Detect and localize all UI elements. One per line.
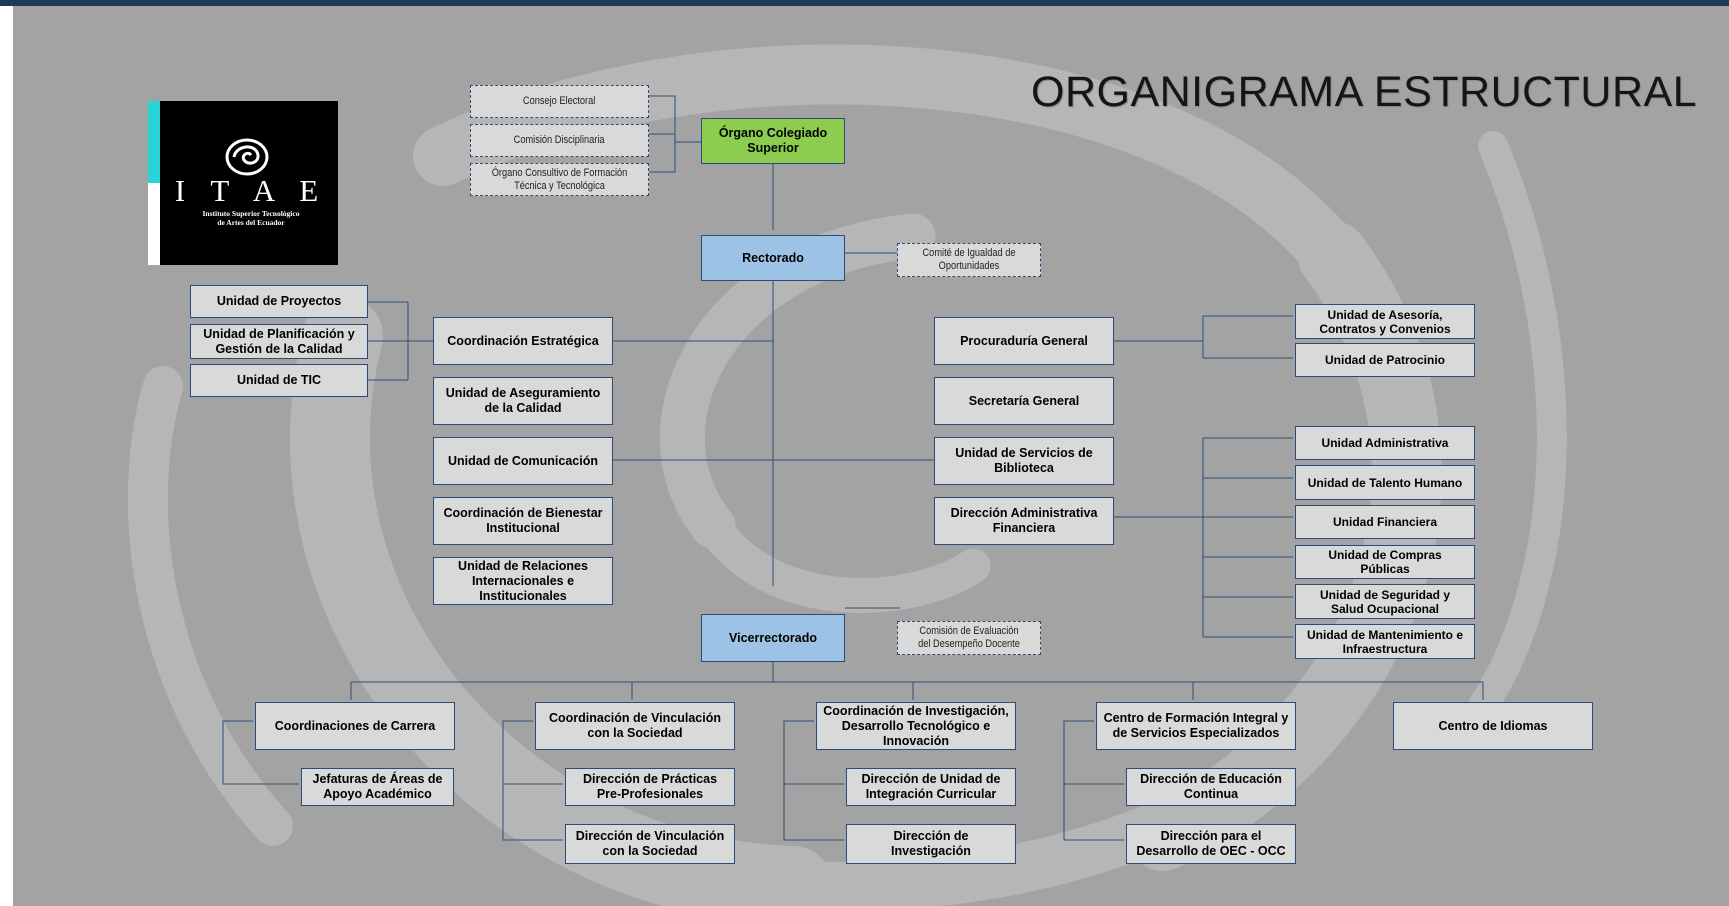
org-chart-canvas: ORGANIGRAMA ESTRUCTURAL I T A E Institut… <box>13 6 1729 906</box>
node-unidad-relaciones: Unidad de Relaciones Internacionales e I… <box>433 557 613 605</box>
node-direccion-administrativa-financiera: Dirección Administrativa Financiera <box>934 497 1114 545</box>
node-direccion-investigacion: Dirección de Investigación <box>846 824 1016 864</box>
node-comision-disciplinaria: Comisión Disciplinaria <box>470 124 649 157</box>
node-rectorado: Rectorado <box>701 235 845 281</box>
node-procuraduria-general: Procuraduría General <box>934 317 1114 365</box>
node-unidad-compras: Unidad de Compras Públicas <box>1295 545 1475 579</box>
node-direccion-integracion-curricular: Dirección de Unidad de Integración Curri… <box>846 768 1016 806</box>
node-unidad-tic: Unidad de TIC <box>190 364 368 397</box>
logo-subtitle-line1: Instituto Superior Tecnológico <box>202 209 300 218</box>
connector-lines <box>222 95 1484 841</box>
top-border-bar <box>0 0 1729 6</box>
node-direccion-practicas: Dirección de Prácticas Pre-Profesionales <box>565 768 735 806</box>
node-consejo-electoral: Consejo Electoral <box>470 85 649 118</box>
node-coordinacion-vinculacion: Coordinación de Vinculación con la Socie… <box>535 702 735 750</box>
node-secretaria-general: Secretaría General <box>934 377 1114 425</box>
node-direccion-vinculacion: Dirección de Vinculación con la Sociedad <box>565 824 735 864</box>
node-unidad-patrocinio: Unidad de Patrocinio <box>1295 343 1475 377</box>
node-direccion-oec-occ: Dirección para el Desarrollo de OEC - OC… <box>1126 824 1296 864</box>
node-unidad-planificacion: Unidad de Planificación y Gestión de la … <box>190 324 368 359</box>
node-unidad-comunicacion: Unidad de Comunicación <box>433 437 613 485</box>
node-unidad-proyectos: Unidad de Proyectos <box>190 285 368 318</box>
node-coordinaciones-carrera: Coordinaciones de Carrera <box>255 702 455 750</box>
node-direccion-educacion-continua: Dirección de Educación Continua <box>1126 768 1296 806</box>
node-organo-colegiado-superior: Órgano Colegiado Superior <box>701 118 845 164</box>
node-centro-idiomas: Centro de Idiomas <box>1393 702 1593 750</box>
node-unidad-financiera: Unidad Financiera <box>1295 505 1475 539</box>
logo-swirl-icon <box>225 138 269 176</box>
node-centro-formacion-integral: Centro de Formación Integral y de Servic… <box>1096 702 1296 750</box>
node-unidad-administrativa: Unidad Administrativa <box>1295 426 1475 460</box>
node-coordinacion-estrategica: Coordinación Estratégica <box>433 317 613 365</box>
node-unidad-biblioteca: Unidad de Servicios de Biblioteca <box>934 437 1114 485</box>
logo-subtitle: Instituto Superior Tecnológico de Artes … <box>164 209 338 227</box>
itae-logo: I T A E Instituto Superior Tecnológico d… <box>148 101 338 265</box>
node-unidad-asesoria: Unidad de Asesoría, Contratos y Convenio… <box>1295 304 1475 339</box>
node-comision-evaluacion: Comisión de Evaluación del Desempeño Doc… <box>897 621 1041 655</box>
page-title: ORGANIGRAMA ESTRUCTURAL <box>1031 68 1698 116</box>
node-organo-consultivo: Órgano Consultivo de Formación Técnica y… <box>470 163 649 196</box>
node-jefaturas-apoyo: Jefaturas de Áreas de Apoyo Académico <box>301 768 454 806</box>
logo-subtitle-line2: de Artes del Ecuador <box>217 218 285 227</box>
logo-cyan-stripe <box>148 101 160 183</box>
node-unidad-seguridad: Unidad de Seguridad y Salud Ocupacional <box>1295 584 1475 619</box>
node-vicerrectorado: Vicerrectorado <box>701 614 845 662</box>
node-unidad-aseguramiento: Unidad de Aseguramiento de la Calidad <box>433 377 613 425</box>
node-coordinacion-investigacion: Coordinación de Investigación, Desarroll… <box>816 702 1016 750</box>
node-coordinacion-bienestar: Coordinación de Bienestar Institucional <box>433 497 613 545</box>
node-unidad-talento-humano: Unidad de Talento Humano <box>1295 465 1475 500</box>
logo-wordmark: I T A E <box>174 173 328 208</box>
node-unidad-mantenimiento: Unidad de Mantenimiento e Infraestructur… <box>1295 624 1475 659</box>
node-comite-igualdad: Comité de Igualdad de Oportunidades <box>897 243 1041 277</box>
